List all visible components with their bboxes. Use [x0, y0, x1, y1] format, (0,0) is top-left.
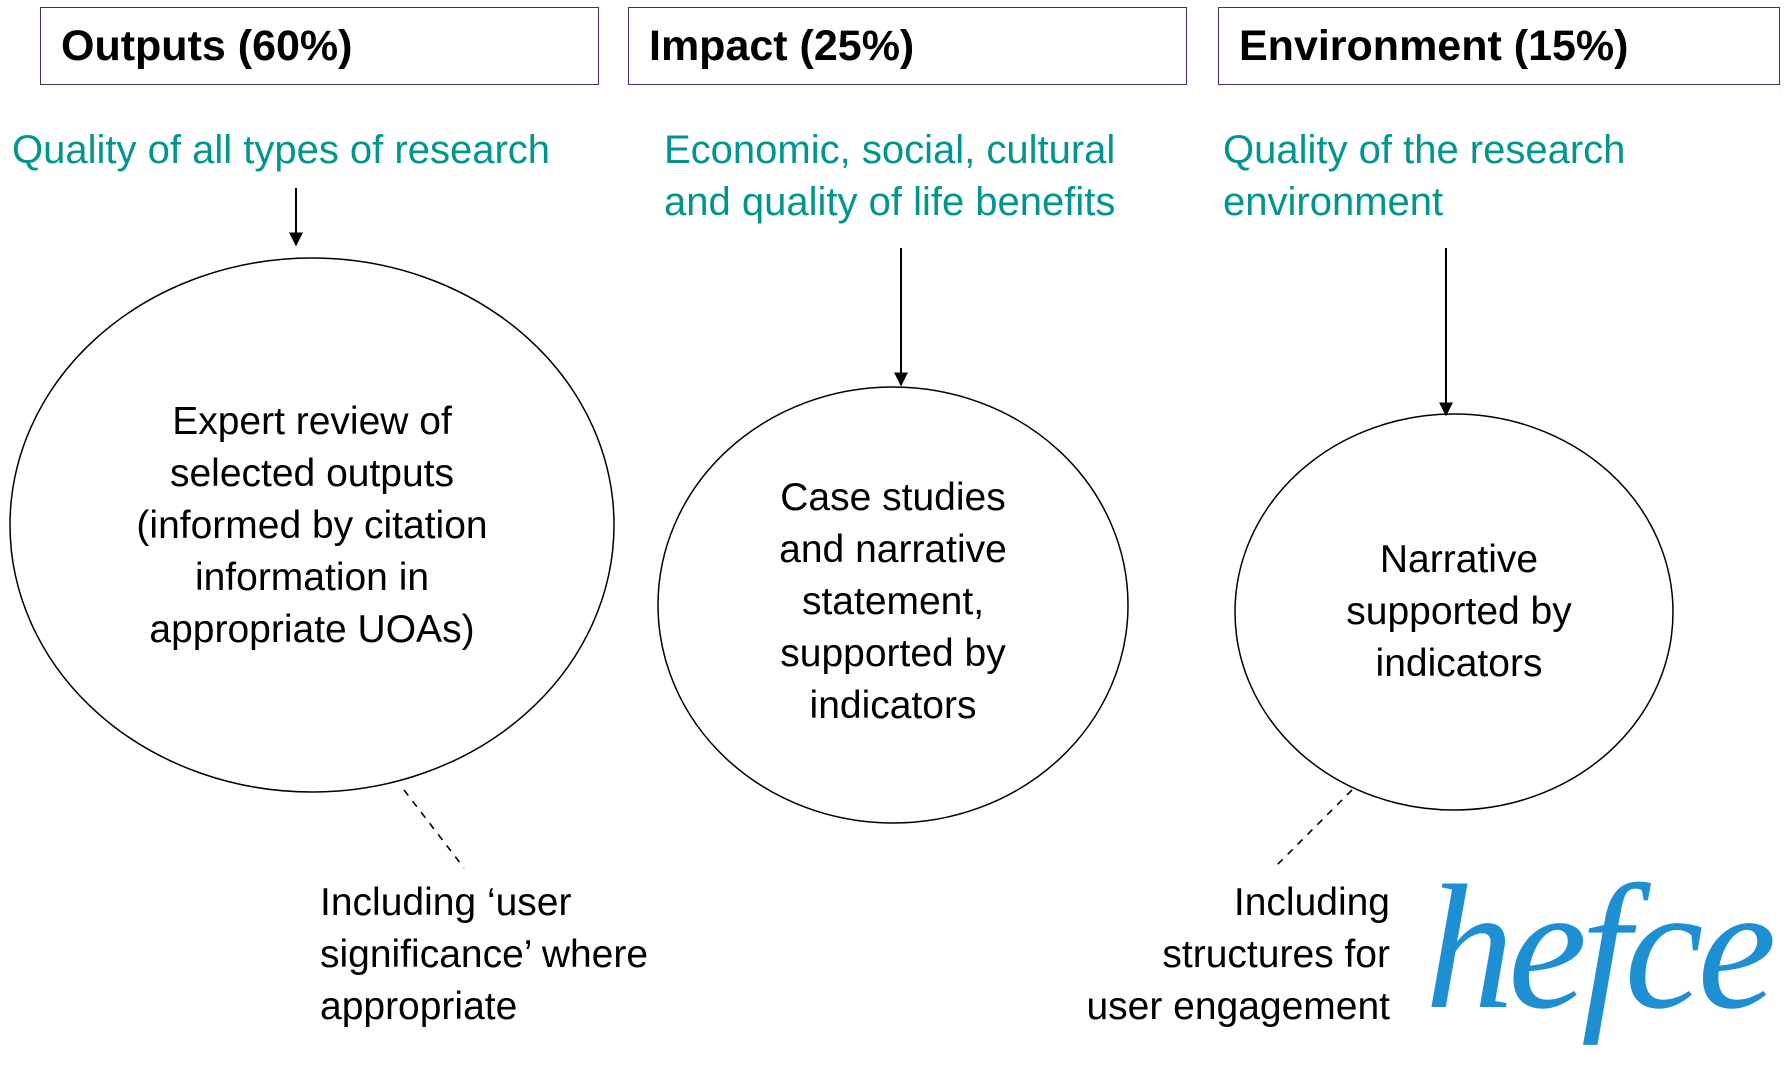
header-environment: Environment (15%) [1218, 7, 1780, 85]
subtitle-outputs: Quality of all types of research [12, 128, 551, 172]
note-outputs-line: significance’ where [320, 933, 649, 976]
note-environment-line: structures for [1162, 933, 1390, 976]
circle-impact-line: statement, [801, 580, 985, 623]
circle-text-impact: Case studies and narrative statement, su… [693, 472, 1093, 732]
circle-outputs-line: (informed by citation [136, 504, 488, 547]
circle-outputs [9, 257, 615, 793]
hefce-logo: hefce [1425, 848, 1776, 1046]
subtitle-impact: Economic, social, cultural and quality o… [664, 124, 1115, 228]
note-environment-line: user engagement [1086, 985, 1390, 1028]
circle-impact-line: Case studies [780, 476, 1006, 519]
header-impact: Impact (25%) [628, 7, 1187, 85]
note-outputs: Including ‘user significance’ where appr… [320, 877, 648, 1033]
circle-impact-line: indicators [809, 684, 977, 727]
circle-outputs-line: selected outputs [169, 452, 455, 495]
note-environment: Including structures for user engagement [1000, 877, 1390, 1033]
dashed-connector-outputs [403, 789, 465, 869]
circle-environment [1234, 413, 1674, 811]
subtitle-environment-line1: Quality of the research [1223, 128, 1626, 172]
circle-outputs-line: information in [194, 556, 430, 599]
circle-text-outputs: Expert review of selected outputs (infor… [62, 396, 562, 656]
note-outputs-line: appropriate [320, 985, 518, 1028]
dashed-connector-environment [1273, 789, 1353, 869]
circle-impact [657, 386, 1129, 824]
circle-environment-line: supported by [1346, 590, 1572, 633]
circle-impact-line: supported by [780, 632, 1006, 675]
circle-outputs-line: Expert review of [172, 400, 452, 443]
subtitle-environment: Quality of the research environment [1223, 124, 1625, 228]
circle-impact-line: and narrative [779, 528, 1007, 571]
circle-outputs-line: appropriate UOAs) [149, 608, 475, 651]
subtitle-impact-line1: Economic, social, cultural [664, 128, 1116, 172]
circle-text-environment: Narrative supported by indicators [1259, 534, 1659, 690]
subtitle-environment-line2: environment [1223, 180, 1444, 224]
note-environment-line: Including [1233, 881, 1390, 924]
circle-environment-line: Narrative [1379, 538, 1539, 581]
subtitle-impact-line2: and quality of life benefits [664, 180, 1116, 224]
note-outputs-line: Including ‘user [320, 881, 572, 924]
circle-environment-line: indicators [1375, 642, 1543, 685]
header-outputs: Outputs (60%) [40, 7, 599, 85]
